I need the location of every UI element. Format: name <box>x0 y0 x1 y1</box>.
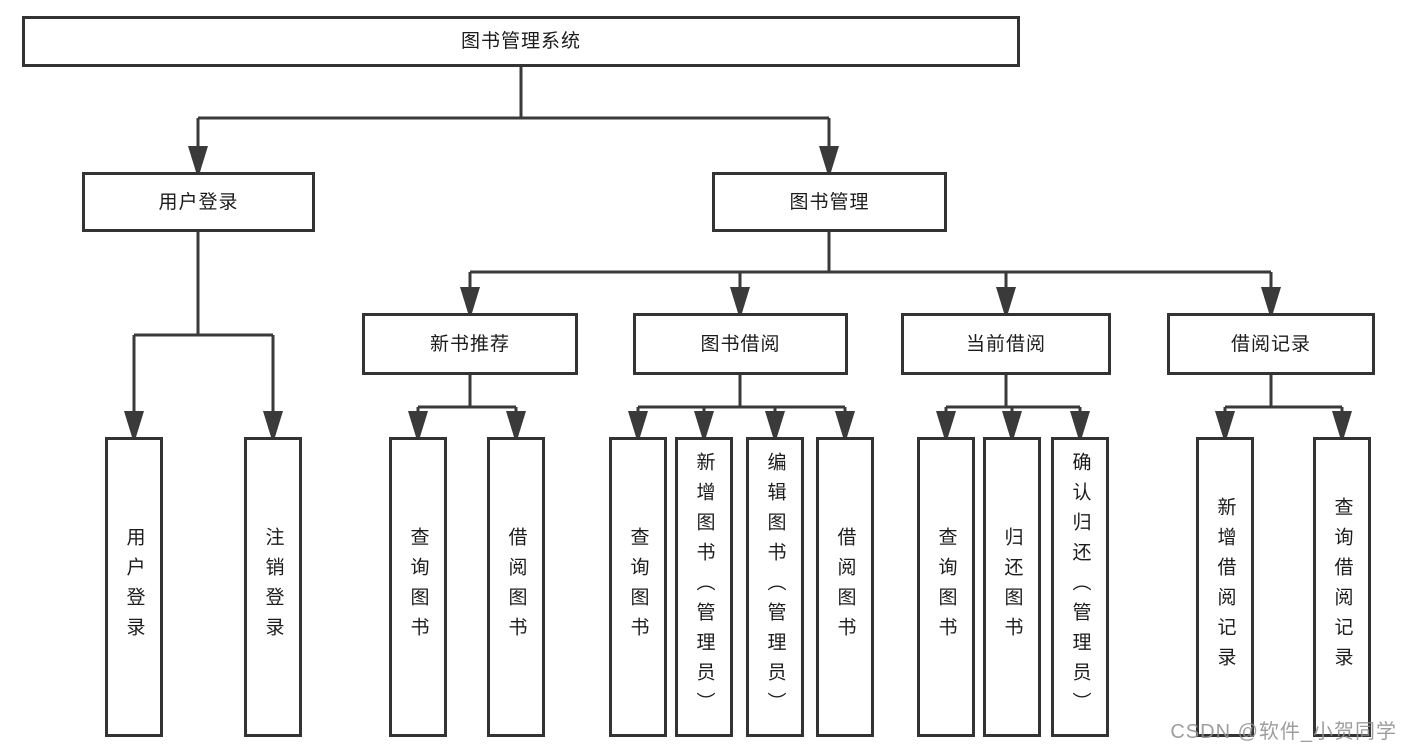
connector-borrow-records <box>1223 375 1344 414</box>
leaf-borrow-book: 借阅图书 <box>816 437 874 737</box>
arrowhead-icon <box>996 287 1016 313</box>
leaf-edit-book-admin: 编辑图书（管理员） <box>746 437 804 737</box>
arrowhead-icon <box>1261 287 1281 313</box>
arrowhead-icon <box>628 411 648 437</box>
node-borrow-records: 借阅记录 <box>1167 313 1375 375</box>
leaf-query-borrow-record: 查询借阅记录 <box>1313 437 1371 737</box>
csdn-watermark: CSDN @软件_小贺同学 <box>1170 721 1397 743</box>
leaf-user-login: 用户登录 <box>105 437 163 737</box>
arrowhead-icon <box>819 146 839 172</box>
node-new-book-recommend: 新书推荐 <box>362 313 578 375</box>
arrowhead-icon <box>1215 411 1235 437</box>
leaf-return-book: 归还图书 <box>983 437 1041 737</box>
node-book-mgmt: 图书管理 <box>712 172 947 232</box>
connector-book-borrow <box>636 375 847 414</box>
connector-new-book <box>416 375 518 414</box>
leaf-query-book-current: 查询图书 <box>917 437 975 737</box>
leaf-query-book-recommend: 查询图书 <box>389 437 447 737</box>
leaf-borrow-book-recommend: 借阅图书 <box>487 437 545 737</box>
leaf-logout: 注销登录 <box>244 437 302 737</box>
arrowhead-icon <box>506 411 526 437</box>
connector-book-mgmt <box>468 232 1273 292</box>
arrowhead-icon <box>694 411 714 437</box>
arrowhead-icon <box>124 411 144 437</box>
node-user-login: 用户登录 <box>82 172 315 232</box>
node-book-borrow: 图书借阅 <box>633 313 848 375</box>
arrowhead-icon <box>835 411 855 437</box>
connector-user-login <box>132 232 275 414</box>
arrowhead-icon <box>936 411 956 437</box>
arrowhead-icon <box>1002 411 1022 437</box>
leaf-add-book-admin: 新增图书（管理员） <box>675 437 733 737</box>
connector-root <box>196 66 831 150</box>
leaf-query-book-borrow: 查询图书 <box>609 437 667 737</box>
leaf-confirm-return-admin: 确认归还（管理员） <box>1051 437 1109 737</box>
arrowhead-icon <box>408 411 428 437</box>
arrowhead-icon <box>188 146 208 172</box>
node-root: 图书管理系统 <box>22 16 1020 67</box>
leaf-add-borrow-record: 新增借阅记录 <box>1196 437 1254 737</box>
arrowhead-icon <box>1332 411 1352 437</box>
arrowhead-icon <box>460 287 480 313</box>
arrowhead-icon <box>1070 411 1090 437</box>
arrowhead-icon <box>765 411 785 437</box>
arrowhead-icon <box>730 287 750 313</box>
connector-current-borrow <box>944 375 1082 414</box>
arrowheads <box>124 146 1352 437</box>
arrowhead-icon <box>263 411 283 437</box>
node-current-borrow: 当前借阅 <box>901 313 1111 375</box>
